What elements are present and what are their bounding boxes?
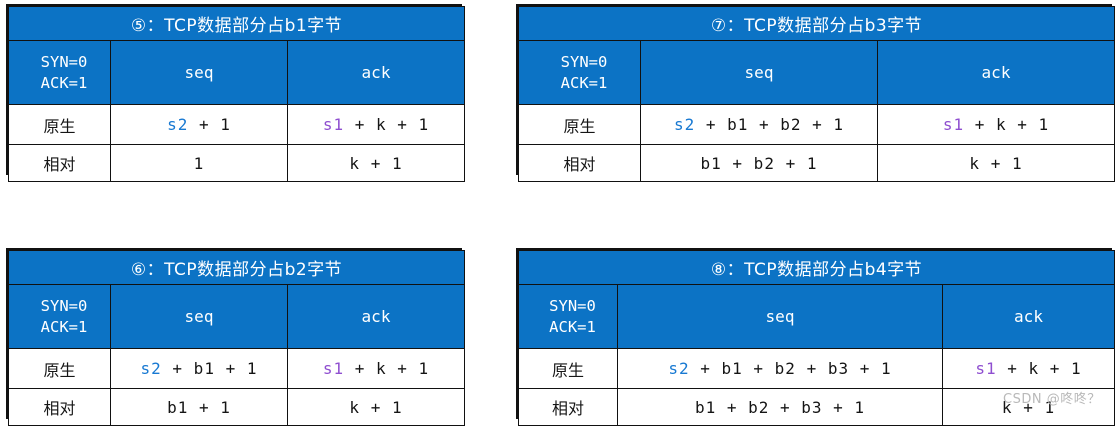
table-5-row-native-seq: s2 + 1 [110,104,288,145]
table-5: ⑤：TCP数据部分占b1字节 SYN=0 ACK=1 seq ack 原生 s2… [6,4,466,182]
table-8-row-native-label: 原生 [518,348,618,389]
table-7-row-relative-ack: k + 1 [876,144,1115,182]
flag-syn: SYN=0 [40,296,88,315]
table-5-title-row: ⑤：TCP数据部分占b1字节 [7,6,466,41]
table-8-row-relative: 相对 b1 + b2 + b3 + 1 k + 1 [518,388,1115,426]
table-5-title: ⑤：TCP数据部分占b1字节 [7,6,466,41]
table-7-header-row: SYN=0 ACK=1 seq ack [518,40,1115,105]
table-8-col-seq: seq [617,284,943,349]
table-6-title: ⑥：TCP数据部分占b2字节 [7,250,466,285]
table-8-grid: ⑧：TCP数据部分占b4字节 SYN=0 ACK=1 seq ack 原生 s2… [517,250,1115,426]
seq-accent: s2 [668,359,690,378]
table-8-title: ⑧：TCP数据部分占b4字节 [517,250,1115,285]
table-8-col-ack: ack [941,284,1115,349]
ack-accent: s1 [975,359,997,378]
table-7-row-native: 原生 s2 + b1 + b2 + 1 s1 + k + 1 [518,104,1115,145]
table-5-row-native-ack: s1 + k + 1 [286,104,466,145]
table-7-row-native-label: 原生 [518,104,641,145]
table-5-row-relative-ack: k + 1 [286,144,466,182]
table-8: ⑧：TCP数据部分占b4字节 SYN=0 ACK=1 seq ack 原生 s2… [516,248,1115,426]
table-5-row-relative-label: 相对 [8,144,111,182]
table-5-row-native: 原生 s2 + 1 s1 + k + 1 [8,104,466,145]
table-6-flags-cell: SYN=0 ACK=1 [8,284,111,349]
table-5-row-relative: 相对 1 k + 1 [8,144,466,182]
table-6-row-relative-label: 相对 [8,388,111,426]
seq-accent: s2 [673,115,696,134]
flag-ack: ACK=1 [40,73,88,92]
seq-rest: + b1 + 1 [161,359,258,378]
table-7-title: ⑦：TCP数据部分占b3字节 [517,6,1115,41]
table-5-flags-cell: SYN=0 ACK=1 [8,40,111,105]
ack-accent: s1 [942,115,965,134]
table-8-row-native: 原生 s2 + b1 + b2 + b3 + 1 s1 + k + 1 [518,348,1115,389]
table-5-header-row: SYN=0 ACK=1 seq ack [8,40,466,105]
table-8-flags-cell: SYN=0 ACK=1 [518,284,618,349]
table-6-row-native-label: 原生 [8,348,111,389]
table-6-col-ack: ack [286,284,466,349]
table-7-col-seq: seq [640,40,878,105]
ack-accent: s1 [322,115,345,134]
table-7-title-row: ⑦：TCP数据部分占b3字节 [517,6,1115,41]
flag-syn: SYN=0 [40,52,88,71]
table-5-row-relative-seq: 1 [110,144,288,182]
seq-accent: s2 [140,359,162,378]
table-7-flags-cell: SYN=0 ACK=1 [518,40,641,105]
table-8-title-row: ⑧：TCP数据部分占b4字节 [517,250,1115,285]
flag-ack: ACK=1 [549,317,596,336]
table-5-col-ack: ack [286,40,466,105]
table-8-row-relative-seq: b1 + b2 + b3 + 1 [617,388,943,426]
table-8-row-relative-label: 相对 [518,388,618,426]
table-7-col-ack: ack [876,40,1115,105]
table-6: ⑥：TCP数据部分占b2字节 SYN=0 ACK=1 seq ack 原生 s2… [6,248,466,426]
ack-rest: + k + 1 [964,115,1050,134]
flag-ack: ACK=1 [560,73,608,92]
table-7: ⑦：TCP数据部分占b3字节 SYN=0 ACK=1 seq ack 原生 s2… [516,4,1115,182]
table-8-header-row: SYN=0 ACK=1 seq ack [518,284,1115,349]
seq-rest: + b1 + b2 + 1 [695,115,845,134]
ack-rest: + k + 1 [996,359,1082,378]
ack-rest: + k + 1 [344,359,430,378]
table-7-grid: ⑦：TCP数据部分占b3字节 SYN=0 ACK=1 seq ack 原生 s2… [517,6,1115,182]
flag-syn: SYN=0 [560,52,608,71]
seq-rest: + b1 + b2 + b3 + 1 [689,359,892,378]
table-6-col-seq: seq [110,284,288,349]
table-6-row-native: 原生 s2 + b1 + 1 s1 + k + 1 [8,348,466,389]
table-7-row-relative-label: 相对 [518,144,641,182]
ack-accent: s1 [322,359,345,378]
table-5-col-seq: seq [110,40,288,105]
table-7-row-native-ack: s1 + k + 1 [876,104,1115,145]
table-6-title-row: ⑥：TCP数据部分占b2字节 [7,250,466,285]
table-7-row-relative: 相对 b1 + b2 + 1 k + 1 [518,144,1115,182]
table-8-row-native-seq: s2 + b1 + b2 + b3 + 1 [617,348,943,389]
table-6-row-relative-ack: k + 1 [286,388,466,426]
table-8-row-relative-ack: k + 1 [941,388,1115,426]
ack-rest: + k + 1 [344,115,430,134]
table-6-grid: ⑥：TCP数据部分占b2字节 SYN=0 ACK=1 seq ack 原生 s2… [7,250,466,426]
table-6-row-native-seq: s2 + b1 + 1 [110,348,288,389]
table-7-row-relative-seq: b1 + b2 + 1 [640,144,878,182]
seq-accent: s2 [167,115,189,134]
seq-rest: + 1 [188,115,231,134]
table-5-grid: ⑤：TCP数据部分占b1字节 SYN=0 ACK=1 seq ack 原生 s2… [7,6,466,182]
table-6-row-relative-seq: b1 + 1 [110,388,288,426]
table-6-row-relative: 相对 b1 + 1 k + 1 [8,388,466,426]
flag-ack: ACK=1 [40,317,88,336]
table-6-row-native-ack: s1 + k + 1 [286,348,466,389]
table-7-row-native-seq: s2 + b1 + b2 + 1 [640,104,878,145]
table-5-row-native-label: 原生 [8,104,111,145]
table-8-row-native-ack: s1 + k + 1 [941,348,1115,389]
flag-syn: SYN=0 [549,296,596,315]
table-6-header-row: SYN=0 ACK=1 seq ack [8,284,466,349]
